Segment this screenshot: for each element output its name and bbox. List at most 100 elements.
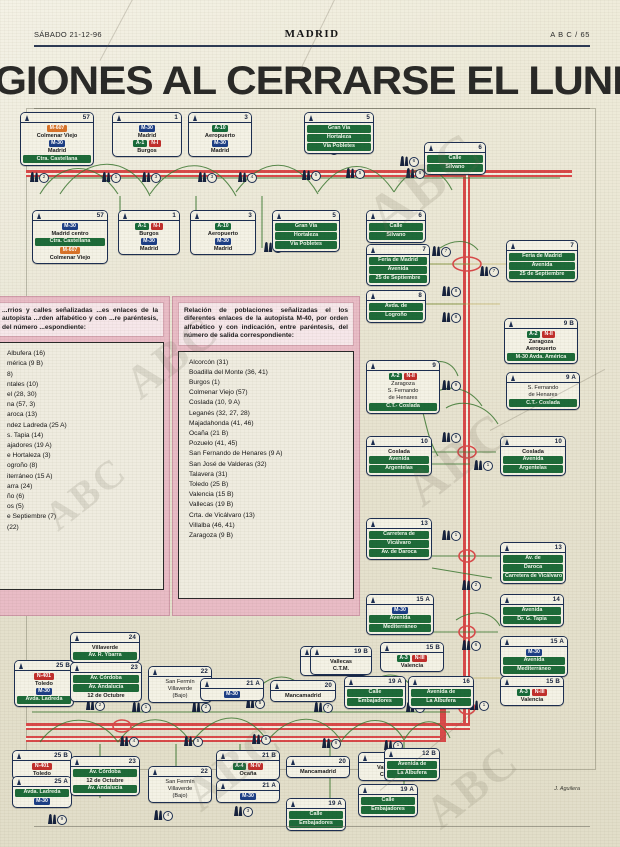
junction-number: 5 [255,699,265,709]
exit-sign-header: 15 B [381,643,443,653]
viaduct-icon [132,702,141,712]
junction-number: 1 [451,531,461,541]
viaduct-icon [120,736,129,746]
exit-number: 14 [552,596,560,603]
panel-towns-intro: Relación de poblaciones señalizadas el l… [178,302,354,346]
viaduct-icon [86,700,95,710]
motorway-exit-icon [510,242,517,249]
junction-number: 5 [193,737,203,747]
destination-text: Aeropuerto [525,345,557,352]
junction-marker: 4 [152,808,173,822]
junction-number: 7 [323,703,333,713]
motorway-exit-icon [74,758,81,765]
junction-number: 2 [95,701,105,711]
road-shield: N-II [404,372,418,380]
road-shield: A-2 [388,372,402,380]
list-item: iterráneo (15 A) [7,472,53,480]
junction-number: 2 [201,703,211,713]
road-shield-row: M-30 [223,690,241,698]
destination-panel: Gran Vía [275,222,337,231]
list-item: San José de Valderas (32) [189,460,267,468]
exit-sign-header: 1 [119,211,179,221]
road-shield-row: M-30 [239,792,257,800]
destination-panel: Av. R. Ybarra [73,651,137,660]
viaduct-icon [142,172,151,182]
motorway-exit-icon [304,648,311,655]
road-shield-row: M-607 [60,246,80,254]
exit-number: 19 B [354,648,368,655]
motorway-exit-icon [194,212,201,219]
destination-panel: Calle [369,222,423,231]
exit-number: 22 [200,768,208,775]
destination-panel: Avda. Ladreda [15,788,69,797]
viaduct-icon [48,814,57,824]
exit-sign-header: 15 A [501,637,567,647]
exit-sign-header: 25 A [13,777,71,787]
destination-panel: Avda. Ladreda [17,695,71,704]
viaduct-icon [30,172,39,182]
destination-panel: Logroño [369,311,423,320]
junction-marker: 6 [320,736,341,750]
list-item: Toledo (25 B) [189,481,229,489]
exit-sign-header: 10 [501,437,565,447]
motorway-exit-icon [204,680,211,687]
junction-number: 9 [57,815,67,825]
road-shield: A-10 [214,222,232,230]
list-item: os (5) [7,503,24,511]
motorway-exit-icon [510,374,517,381]
destination-text: (Bajo) [172,793,188,800]
destination-panel: Calle [289,810,343,819]
road-shield: M-30 [48,139,66,147]
exit-sign-body: Mancamadrid [287,767,349,777]
motorway-exit-icon [74,664,81,671]
junction-number: 7 [441,247,451,257]
road-shield: M-30 [138,124,156,132]
panel-streets: ...rrios y calles señalizadas ...es enla… [0,296,170,616]
list-item: aroca (13) [7,411,38,419]
footer-rule [34,826,590,827]
junction-marker: 1 [472,458,493,472]
viaduct-icon [442,530,451,540]
destination-panel: Silvano [427,163,483,172]
exit-number: 19 A [328,800,342,807]
exit-number: 10 [554,438,562,445]
exit-number: 13 [420,520,428,527]
viaduct-icon [192,702,201,712]
exit-number: 23 [128,758,136,765]
road-shield: M-30 [391,606,409,614]
motorway-exit-icon [308,114,315,121]
list-item: ntales (10) [7,380,39,388]
junction-marker: 5 [250,732,271,746]
destination-panel: Vicálvaro [369,539,429,548]
exit-number: 1 [172,212,176,219]
road-shield-row: M-607 [47,124,67,132]
destination-text: Madrid centro [51,230,89,237]
exit-number: 15 B [426,644,440,651]
viaduct-icon [264,242,273,252]
road-shield: N-401 [34,672,54,680]
